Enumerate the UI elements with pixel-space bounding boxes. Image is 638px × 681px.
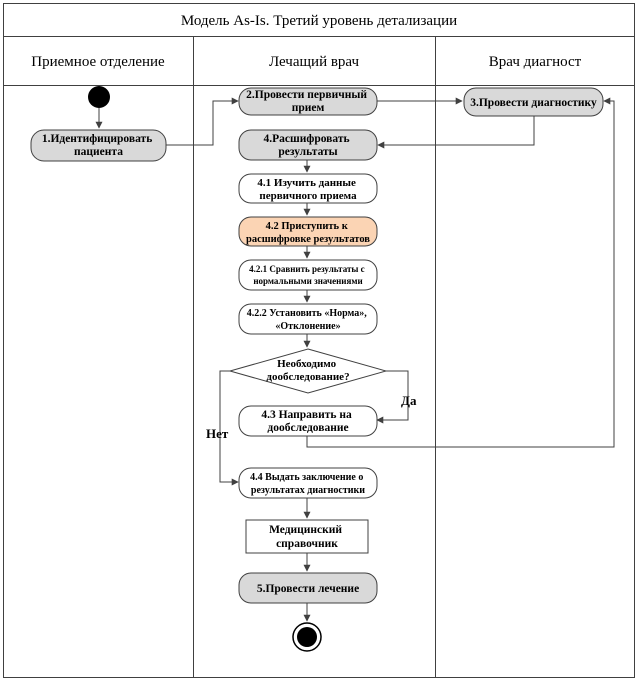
node-diagnostics-line-1: 3.Провести диагностику — [470, 97, 597, 109]
node-treatment: 5.Провести лечение — [238, 572, 378, 604]
connectors — [95, 97, 615, 622]
node-primary-visit: 2.Провести первичный прием — [238, 87, 378, 116]
decision-line-1: Необходимо — [277, 358, 337, 370]
node-conclusion-line-2: результатах диагностики — [251, 485, 365, 496]
node-start-decoding: 4.2 Приступить к расшифровке результатов — [238, 216, 378, 247]
branch-label-yes: Да — [401, 393, 417, 408]
node-identify-line-1: 1.Идентифицировать — [42, 133, 152, 145]
node-set-norm-line-2: «Отклонение» — [275, 321, 340, 332]
node-primary-line-1: 2.Провести первичный — [246, 89, 367, 101]
end-node — [292, 622, 322, 652]
lane-header-diagnostician: Врач диагност — [489, 54, 582, 70]
svg-text:4.4 Выдать заключение о: 4.4 Выдать заключение о результатах диаг… — [250, 472, 366, 496]
node-set-norm-deviation: 4.2.2 Установить «Норма», «Отклонение» — [238, 303, 378, 335]
node-identify-patient: 1.Идентифицировать пациента — [30, 129, 167, 162]
edge-diagnostics-to-decode — [377, 116, 535, 149]
node-compare-line-2: нормальными значениями — [253, 276, 362, 286]
node-decode-line-1: 4.Расшифровать — [264, 133, 350, 145]
node-start-decode-line-2: расшифровке результатов — [246, 234, 370, 245]
branch-label-no: Нет — [206, 426, 229, 441]
svg-text:3.Провести диагностику: 3.Провести диагностику — [470, 97, 597, 109]
node-identify-line-2: пациента — [74, 146, 123, 158]
node-primary-line-2: прием — [292, 102, 325, 114]
node-study-line-1: 4.1 Изучить данные — [257, 177, 356, 189]
decision-further-examination: Необходимо дообследование? — [228, 348, 388, 394]
node-set-norm-line-1: 4.2.2 Установить «Норма», — [247, 308, 368, 319]
svg-text:4.2.2 Установить «Норма»,: 4.2.2 Установить «Норма», «Отклонение» — [247, 308, 370, 332]
node-refer-examination: 4.3 Направить на дообследование — [238, 405, 378, 437]
object-medical-reference: Медицинский справочник — [245, 519, 369, 554]
edge-decision-yes-to-refer — [376, 370, 409, 424]
svg-text:4.3 Направить на дообсле: 4.3 Направить на дообследование — [261, 409, 354, 434]
node-compare-line-1: 4.2.1 Сравнить результаты с — [249, 264, 365, 274]
svg-text:4.1 Изучить данные перви: 4.1 Изучить данные первичного приема — [257, 177, 358, 202]
svg-text:5.Провести лечение: 5.Провести лечение — [257, 583, 359, 595]
start-node — [88, 86, 110, 108]
node-study-line-2: первичного приема — [259, 190, 357, 202]
edge-decision-no-to-conclusion — [219, 370, 239, 486]
node-decode-line-2: результаты — [278, 146, 337, 158]
node-refer-line-2: дообследование — [267, 422, 348, 434]
node-issue-conclusion: 4.4 Выдать заключение о результатах диаг… — [238, 467, 378, 499]
svg-text:2.Провести первичный при: 2.Провести первичный прием — [246, 89, 370, 114]
svg-text:1.Идентифицировать пацие: 1.Идентифицировать пациента — [42, 133, 155, 158]
svg-text:4.2.1 Сравнить результаты с: 4.2.1 Сравнить результаты с нормальными … — [249, 264, 367, 286]
reference-line-2: справочник — [276, 538, 338, 550]
lane-header-reception: Приемное отделение — [31, 54, 165, 70]
node-compare-results: 4.2.1 Сравнить результаты с нормальными … — [238, 259, 378, 291]
lane-header-attending-doctor: Лечащий врач — [269, 54, 360, 70]
node-start-decode-line-1: 4.2 Приступить к — [266, 221, 349, 232]
svg-text:4.Расшифровать результат: 4.Расшифровать результаты — [264, 133, 353, 158]
svg-text:4.2 Приступить к расшифр: 4.2 Приступить к расшифровке результатов — [246, 221, 370, 245]
reference-line-1: Медицинский — [269, 524, 342, 536]
node-study-primary-data: 4.1 Изучить данные первичного приема — [238, 173, 378, 204]
decision-line-2: дообследование? — [266, 371, 349, 383]
node-refer-line-1: 4.3 Направить на — [261, 409, 352, 421]
edge-identify-to-primary — [166, 97, 239, 146]
node-diagnostics: 3.Провести диагностику — [463, 87, 604, 117]
svg-text:Необходимо дообследовани: Необходимо дообследование? — [266, 358, 349, 383]
node-decode-results: 4.Расшифровать результаты — [238, 129, 378, 161]
svg-text:Медицинский справочник: Медицинский справочник — [269, 524, 345, 550]
diagram-title: Модель As-Is. Третий уровень детализации — [181, 13, 457, 29]
edge-refer-to-diagnostics — [306, 97, 615, 448]
node-treatment-line-1: 5.Провести лечение — [257, 583, 359, 595]
node-conclusion-line-1: 4.4 Выдать заключение о — [250, 472, 363, 483]
